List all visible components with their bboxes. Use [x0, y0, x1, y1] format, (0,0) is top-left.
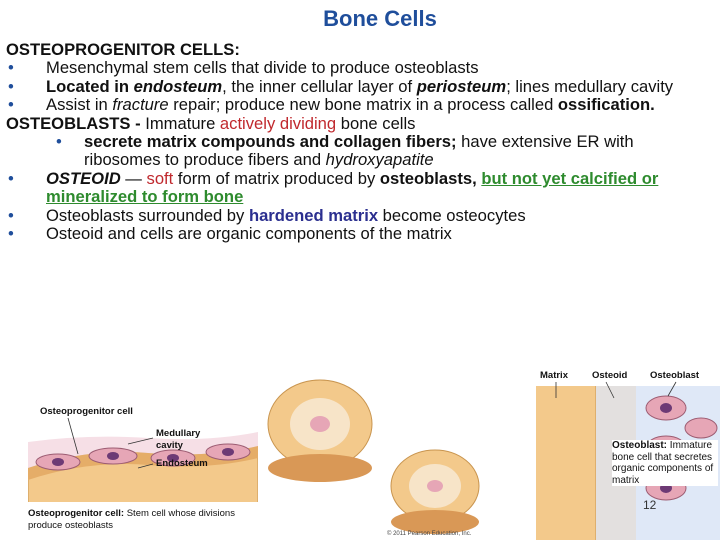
bullet-dot-icon: •: [8, 58, 14, 78]
bone-section-drawing: [390, 449, 480, 534]
endosteum-label: Endosteum: [156, 458, 208, 469]
bullet-dot-icon: •: [8, 95, 14, 115]
bullet-item: • Mesenchymal stem cells that divide to …: [8, 58, 479, 78]
bullet-dot-icon: •: [8, 76, 14, 96]
bullet-dot-icon: •: [8, 224, 14, 244]
osteoblasts-heading: OSTEOBLASTS - Immature actively dividing…: [6, 113, 416, 133]
osteoprogenitor-caption: Osteoprogenitor cell: Stem cell whose di…: [28, 508, 235, 531]
osteoprogenitor-drawing: [28, 417, 258, 540]
page-title: Bone Cells: [323, 6, 437, 31]
osteoblast-label: Osteoblast: [650, 370, 700, 381]
page-number: 12: [643, 498, 657, 512]
medullary-cavity-label: Medullary cavity: [156, 428, 201, 451]
copyright-text: © 2011 Pearson Education, Inc.: [387, 531, 472, 537]
osteoblast-caption: Osteoblast: Immature bone cell that secr…: [612, 440, 718, 486]
sub-bullet-item: • secrete matrix compounds and collagen …: [56, 132, 634, 170]
bullet-item: • Osteoblasts surrounded by hardened mat…: [8, 205, 526, 225]
bullet-item: • Assist in fracture repair; produce new…: [8, 95, 655, 115]
bone-cross-section-1: [260, 376, 380, 486]
bone-cross-section-2: © 2011 Pearson Education, Inc.: [385, 446, 485, 540]
slide-body: OSTEOPROGENITOR CELLS: • Mesenchymal ste…: [6, 40, 714, 244]
bullet-dot-icon: •: [8, 168, 14, 188]
osteoprogenitor-cell-label: Osteoprogenitor cell: [40, 406, 133, 417]
bone-section-drawing: [267, 379, 373, 482]
bullet-item: • Osteoid and cells are organic componen…: [8, 224, 452, 244]
osteoprogenitor-illustration: Osteoprogenitor cell Medullary cavity En…: [28, 398, 258, 540]
bullet-dot-icon: •: [56, 132, 62, 152]
osteoid-label: Osteoid: [592, 370, 628, 381]
matrix-label: Matrix: [540, 370, 568, 381]
bullet-item: • OSTEOID — soft form of matrix produced…: [8, 168, 659, 207]
bullet-dot-icon: •: [8, 205, 14, 225]
bullet-item: • Located in endosteum, the inner cellul…: [8, 76, 674, 96]
osteoprogenitor-heading: OSTEOPROGENITOR CELLS:: [6, 40, 240, 59]
